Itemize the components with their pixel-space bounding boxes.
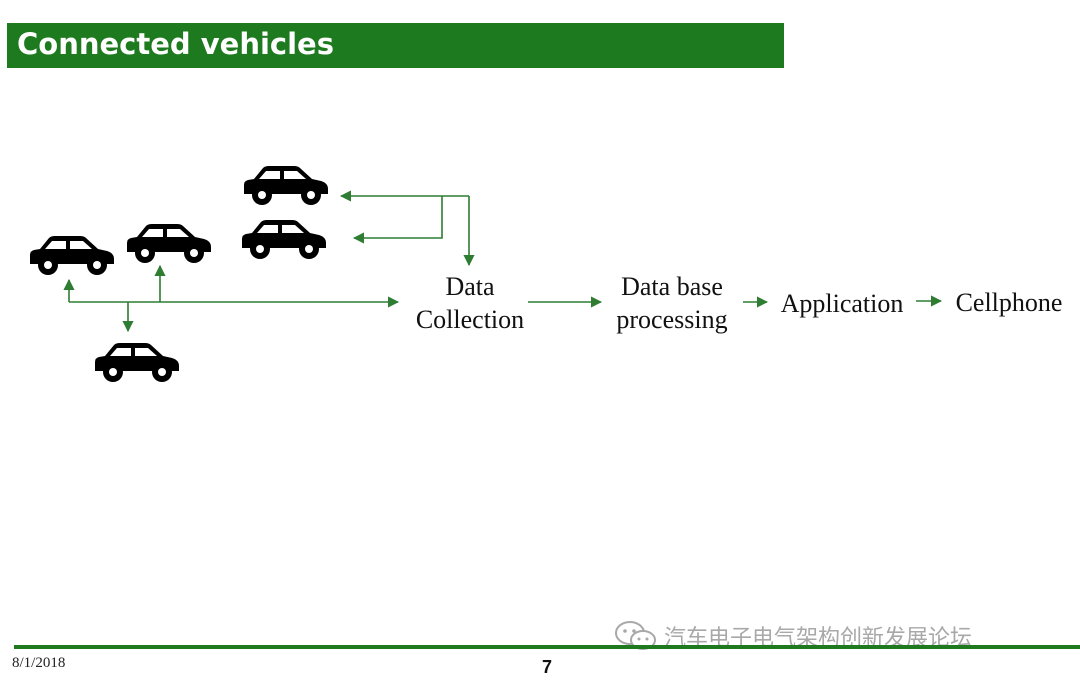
node-data-collection: Data Collection: [406, 270, 534, 336]
slide-title: Connected vehicles: [17, 27, 334, 61]
title-bar: Connected vehicles: [7, 23, 784, 68]
wechat-icon: [615, 621, 656, 650]
watermark: 汽车电子电气架构创新发展论坛: [614, 616, 972, 656]
car-icon: [244, 166, 328, 205]
node-data-collection-line1: Data: [445, 272, 495, 301]
car-icon: [95, 343, 179, 382]
car-icon: [127, 224, 211, 263]
node-application: Application: [780, 289, 904, 318]
page-number: 7: [542, 657, 553, 677]
node-cellphone: Cellphone: [955, 288, 1063, 317]
node-database-processing-line2: processing: [616, 305, 728, 334]
footer-divider: [14, 645, 1080, 649]
footer-date: 8/1/2018: [12, 655, 66, 671]
car-icon: [30, 236, 114, 275]
node-database-processing-line1: Data base: [621, 272, 723, 301]
node-data-collection-line2: Collection: [415, 305, 525, 334]
car-icon: [242, 220, 326, 259]
arrow-to-car-upper-right: [352, 196, 443, 244]
node-database-processing: Data base processing: [606, 270, 738, 336]
